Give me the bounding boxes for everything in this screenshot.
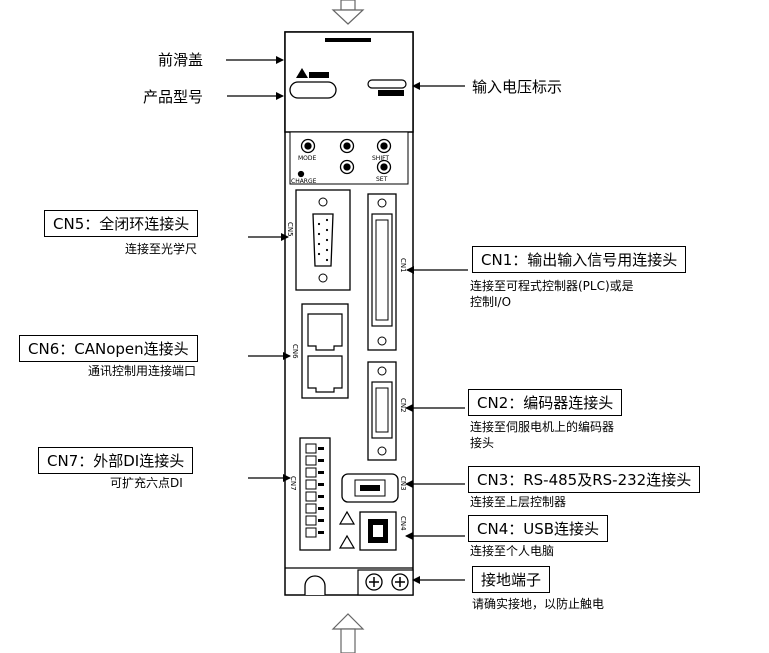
voltage-label: 输入电压标示 xyxy=(472,78,563,96)
cn5-device-label: CN5 xyxy=(286,222,294,237)
ground-desc: 请确实接地，以防止触电 xyxy=(472,597,605,611)
charge-led xyxy=(297,170,305,178)
warning-icon xyxy=(338,534,356,549)
cn2-device-label: CN2 xyxy=(399,398,407,413)
cn6-title: CN6：CANopen连接头 xyxy=(19,335,198,362)
cn5-desc: 连接至光学尺 xyxy=(125,242,198,256)
cn1-desc-line-1: 连接至可程式控制器(PLC)或是 xyxy=(470,279,634,293)
warning-icon xyxy=(338,510,356,525)
airflow-top-arrow xyxy=(331,0,365,25)
cn5-port xyxy=(295,189,351,291)
cn3-device-label: CN3 xyxy=(399,476,407,491)
ground-title: 接地端子 xyxy=(472,566,551,593)
cn1-device-label: CN1 xyxy=(399,258,407,273)
cn2-desc-line-1: 连接至伺服电机上的编码器 xyxy=(470,420,615,434)
cn4-device-label: CN4 xyxy=(399,516,407,531)
cn6-desc: 通讯控制用连接端口 xyxy=(88,364,197,378)
cn3-desc: 连接至上层控制器 xyxy=(470,495,567,509)
front-cover-label: 前滑盖 xyxy=(158,51,204,69)
cn1-desc-line-2: 控制I/O xyxy=(470,295,512,309)
airflow-bottom-arrow xyxy=(331,613,365,653)
shift-key-label: SHIFT xyxy=(372,155,389,162)
cn4-desc: 连接至个人电脑 xyxy=(470,544,555,558)
cn2-title: CN2：编码器连接头 xyxy=(468,389,623,416)
charge-label: CHARGE xyxy=(291,178,317,185)
model-label: 产品型号 xyxy=(143,88,204,106)
cn7-device-label: CN7 xyxy=(289,476,297,491)
keypad xyxy=(297,138,392,178)
model-badge xyxy=(289,68,337,99)
cn7-desc: 可扩充六点DI xyxy=(110,476,183,490)
cn6-device-label: CN6 xyxy=(291,344,299,359)
cn7-title: CN7：外部DI连接头 xyxy=(38,447,194,474)
cn2-desc-line-2: 接头 xyxy=(470,436,495,450)
cn1-title: CN1：输出输入信号用连接头 xyxy=(472,246,687,273)
cn3-title: CN3：RS-485及RS-232连接头 xyxy=(468,466,701,493)
voltage-badge xyxy=(367,79,407,96)
leader-lines xyxy=(226,56,468,584)
set-key-label: SET xyxy=(376,176,388,183)
cn4-title: CN4：USB连接头 xyxy=(468,515,609,542)
cn5-title: CN5：全闭环连接头 xyxy=(44,210,199,237)
mode-key-label: MODE xyxy=(298,155,317,162)
